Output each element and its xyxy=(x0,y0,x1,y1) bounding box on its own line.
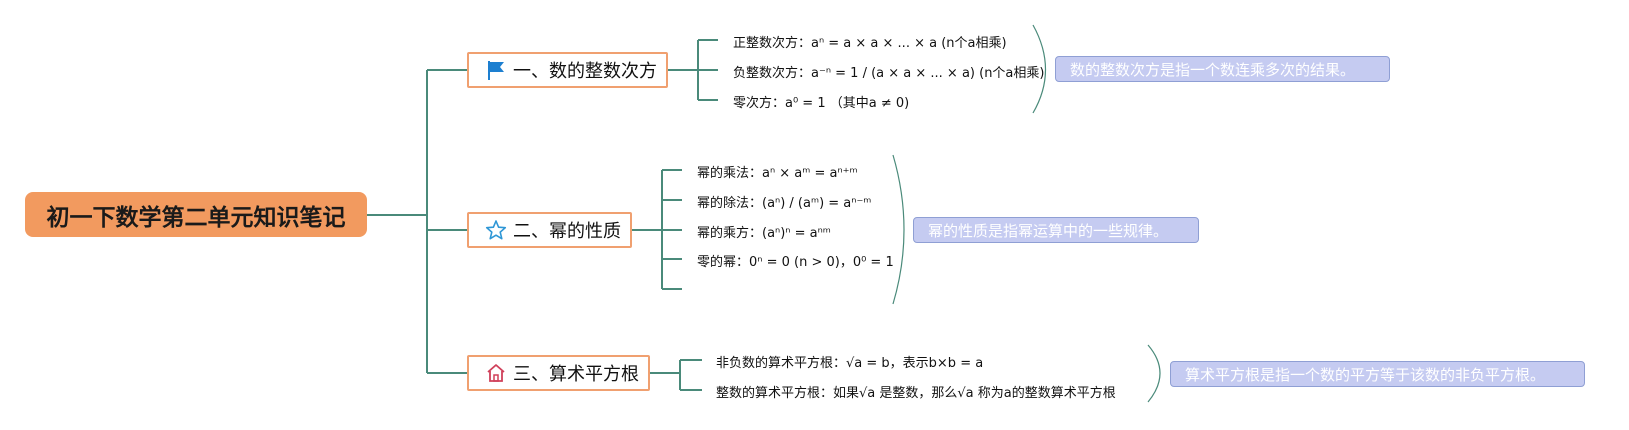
branch-label: 三、算术平方根 xyxy=(513,364,639,385)
leaf-zero-base-power: 零的幂：0ⁿ = 0 (n > 0)，0⁰ = 1 xyxy=(697,255,894,270)
branch3-leaf-connector xyxy=(650,359,702,391)
summary-text: 幂的性质是指幂运算中的一些规律。 xyxy=(928,221,1169,240)
summary-square-root[interactable]: 算术平方根是指一个数的平方等于该数的非负平方根。 xyxy=(1170,361,1585,387)
branch-power-properties[interactable]: 二、幂的性质 xyxy=(467,212,632,248)
branch2-leaf-connector xyxy=(632,169,682,290)
branch-label: 一、数的整数次方 xyxy=(513,61,657,82)
branch-integer-powers[interactable]: 一、数的整数次方 xyxy=(467,52,668,88)
leaf-power-division: 幂的除法：(aⁿ) / (aᵐ) = aⁿ⁻ᵐ xyxy=(697,196,872,211)
branch1-leaf-connector xyxy=(668,39,718,101)
root-topic[interactable]: 初一下数学第二单元知识笔记 xyxy=(25,192,367,237)
leaf-positive-power: 正整数次方：aⁿ = a × a × ... × a (n个a相乘) xyxy=(733,36,1007,51)
leaf-negative-power: 负整数次方：a⁻ⁿ = 1 / (a × a × ... × a) (n个a相乘… xyxy=(733,66,1045,81)
leaf-zero-power: 零次方：a⁰ = 1 （其中a ≠ 0) xyxy=(733,96,910,111)
summary-text: 算术平方根是指一个数的平方等于该数的非负平方根。 xyxy=(1185,365,1546,384)
branch-label: 二、幂的性质 xyxy=(513,221,621,242)
leaf-power-multiplication: 幂的乘法：aⁿ × aᵐ = aⁿ⁺ᵐ xyxy=(697,166,858,181)
star-icon xyxy=(485,219,507,241)
leaf-nonneg-sqrt: 非负数的算术平方根：√a = b，表示b×b = a xyxy=(716,356,984,371)
root-title: 初一下数学第二单元知识笔记 xyxy=(46,204,346,231)
summary-brace-1 xyxy=(1032,24,1047,114)
leaf-integer-sqrt: 整数的算术平方根：如果√a 是整数，那么√a 称为a的整数算术平方根 xyxy=(716,386,1116,401)
leaf-power-of-power: 幂的乘方：(aⁿ)ⁿ = aⁿᵐ xyxy=(697,226,831,241)
house-icon xyxy=(485,362,507,384)
branch-square-root[interactable]: 三、算术平方根 xyxy=(467,355,650,391)
summary-integer-powers[interactable]: 数的整数次方是指一个数连乘多次的结果。 xyxy=(1055,56,1390,82)
flag-icon xyxy=(485,59,507,81)
summary-text: 数的整数次方是指一个数连乘多次的结果。 xyxy=(1070,60,1356,79)
summary-brace-3 xyxy=(1147,344,1161,403)
summary-power-properties[interactable]: 幂的性质是指幂运算中的一些规律。 xyxy=(913,217,1199,243)
summary-brace-2 xyxy=(892,154,905,305)
